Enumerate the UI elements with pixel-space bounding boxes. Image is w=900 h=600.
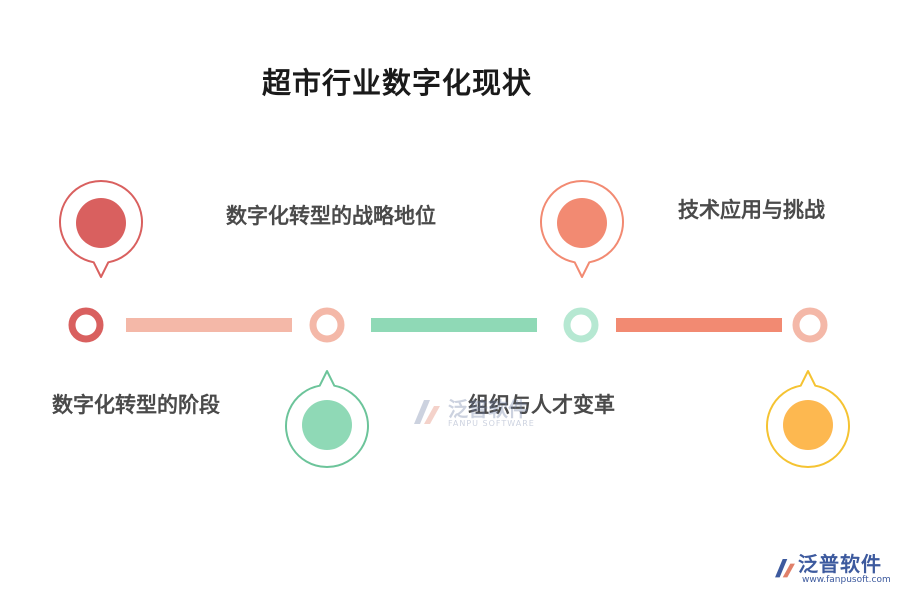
watermark: 泛普软件 FANPU SOFTWARE	[410, 396, 535, 430]
pin-marker-3	[540, 179, 624, 278]
connector-bar-3	[616, 318, 782, 332]
timeline-node-1	[68, 307, 104, 343]
fanpu-logo-icon	[775, 559, 795, 578]
diagram-title: 超市行业数字化现状	[262, 66, 533, 100]
stage-label-4: 技术应用与挑战	[678, 197, 825, 222]
timeline-node-4	[792, 307, 828, 343]
brand-logo: 泛普软件 www.fanpusoft.com	[772, 553, 891, 585]
timeline-node-2	[309, 307, 345, 343]
pin-marker-1	[59, 179, 143, 278]
watermark-text: 泛普软件	[448, 396, 528, 421]
pin-marker-2	[285, 370, 369, 469]
brand-url: www.fanpusoft.com	[802, 575, 891, 585]
stage-label-1: 数字化转型的阶段	[52, 392, 220, 417]
brand-name: 泛普软件	[798, 552, 882, 576]
pin-marker-4	[766, 370, 850, 469]
stage-label-2: 数字化转型的战略地位	[226, 203, 436, 228]
stage-label-3: 组织与人才变革	[468, 392, 615, 417]
fanpu-watermark-icon	[414, 400, 440, 424]
connector-bar-1	[126, 318, 292, 332]
connector-bar-2	[371, 318, 537, 332]
watermark-subtext: FANPU SOFTWARE	[448, 418, 535, 428]
timeline-node-3	[563, 307, 599, 343]
